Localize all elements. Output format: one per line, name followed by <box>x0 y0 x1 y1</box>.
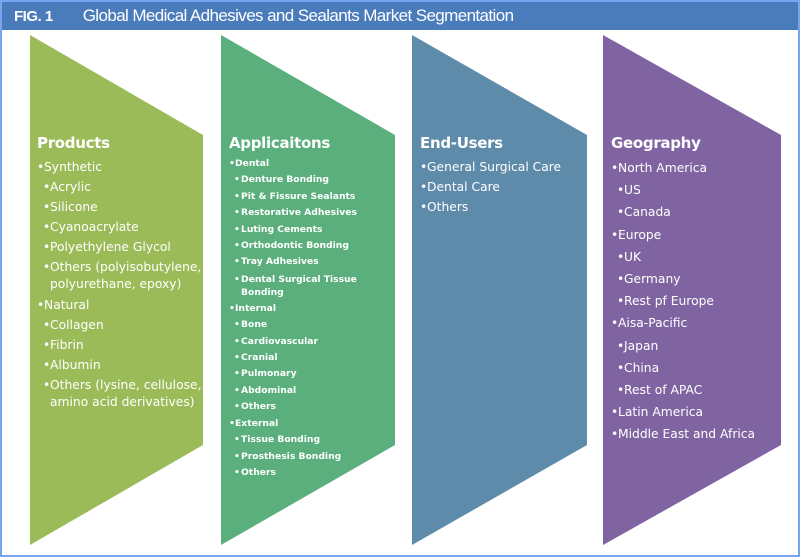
segment-subitem: Orthodontic Bonding <box>229 238 395 255</box>
segment-item-list: SyntheticAcrylicSiliconeCyanoacrylatePol… <box>37 157 203 413</box>
segment-title: Geography <box>611 134 701 152</box>
segment-subitem: Japan <box>611 335 777 357</box>
segment-title: Applicaitons <box>229 134 331 152</box>
end-users-segment: End-Users General Surgical CareDental Ca… <box>420 134 586 217</box>
segment-item: Aisa-Pacific <box>611 312 777 334</box>
segment-subitem: Collagen <box>37 315 203 335</box>
segment-subitem: Prosthesis Bonding <box>229 449 395 466</box>
segment-subitem: Others <box>229 465 395 482</box>
segment-subitem: UK <box>611 246 777 268</box>
segment-item: North America <box>611 157 777 179</box>
segment-item: Dental Care <box>420 177 586 197</box>
segment-subitem: Fibrin <box>37 335 203 355</box>
segment-item: Dental <box>229 156 395 173</box>
segment-subitem: Silicone <box>37 197 203 217</box>
segment-subitem: Others (lysine, cellulose, amino acid de… <box>37 375 203 413</box>
segment-subitem: Tray Adhesives <box>229 254 395 271</box>
segment-title: Products <box>37 134 110 152</box>
segment-item: Natural <box>37 295 203 315</box>
segment-item: Synthetic <box>37 157 203 177</box>
figure-header: FIG. 1 Global Medical Adhesives and Seal… <box>2 2 798 30</box>
segment-subitem: Cranial <box>229 350 395 367</box>
figure-title: Global Medical Adhesives and Sealants Ma… <box>82 6 514 25</box>
segment-item: Internal <box>229 301 395 318</box>
segment-subitem: Restorative Adhesives <box>229 205 395 222</box>
segment-subitem: Dental Surgical Tissue Bonding <box>229 271 395 301</box>
segment-subitem: Germany <box>611 268 777 290</box>
segment-subitem: Canada <box>611 201 777 223</box>
segment-item-list: North AmericaUSCanadaEuropeUKGermanyRest… <box>611 157 777 446</box>
segment-subitem: Rest pf Europe <box>611 290 777 312</box>
segment-subitem: Bone <box>229 317 395 334</box>
segment-subitem: Cardiovascular <box>229 334 395 351</box>
segment-subitem: Albumin <box>37 355 203 375</box>
segment-subitem: Rest of APAC <box>611 379 777 401</box>
segment-subitem: Pit & Fissure Sealants <box>229 189 395 206</box>
segment-item: Europe <box>611 224 777 246</box>
segment-subitem: Others (polyisobutylene, polyurethane, e… <box>37 257 203 295</box>
segment-item: Middle East and Africa <box>611 423 777 445</box>
segment-subitem: US <box>611 179 777 201</box>
segment-item: Latin America <box>611 401 777 423</box>
applications-segment: Applicaitons DentalDenture BondingPit & … <box>229 134 395 482</box>
segment-subitem: Luting Cements <box>229 222 395 239</box>
end-users-shape <box>412 35 587 545</box>
segment-subitem: Cyanoacrylate <box>37 217 203 237</box>
segment-item-list: General Surgical CareDental CareOthers <box>420 157 586 217</box>
segment-subitem: Denture Bonding <box>229 172 395 189</box>
segment-item: General Surgical Care <box>420 157 586 177</box>
segment-subitem: Polyethylene Glycol <box>37 237 203 257</box>
segment-subitem: Others <box>229 399 395 416</box>
segment-subitem: Tissue Bonding <box>229 432 395 449</box>
segment-item-list: DentalDenture BondingPit & Fissure Seala… <box>229 156 395 482</box>
segment-subitem: Pulmonary <box>229 366 395 383</box>
segment-item: Others <box>420 197 586 217</box>
segment-title: End-Users <box>420 134 503 152</box>
segment-subitem: Acrylic <box>37 177 203 197</box>
segment-subitem: China <box>611 357 777 379</box>
segment-item: External <box>229 416 395 433</box>
figure-label: FIG. 1 <box>14 7 53 25</box>
geography-segment: Geography North AmericaUSCanadaEuropeUKG… <box>611 134 777 446</box>
segment-subitem: Abdominal <box>229 383 395 400</box>
products-segment: Products SyntheticAcrylicSiliconeCyanoac… <box>37 134 203 413</box>
